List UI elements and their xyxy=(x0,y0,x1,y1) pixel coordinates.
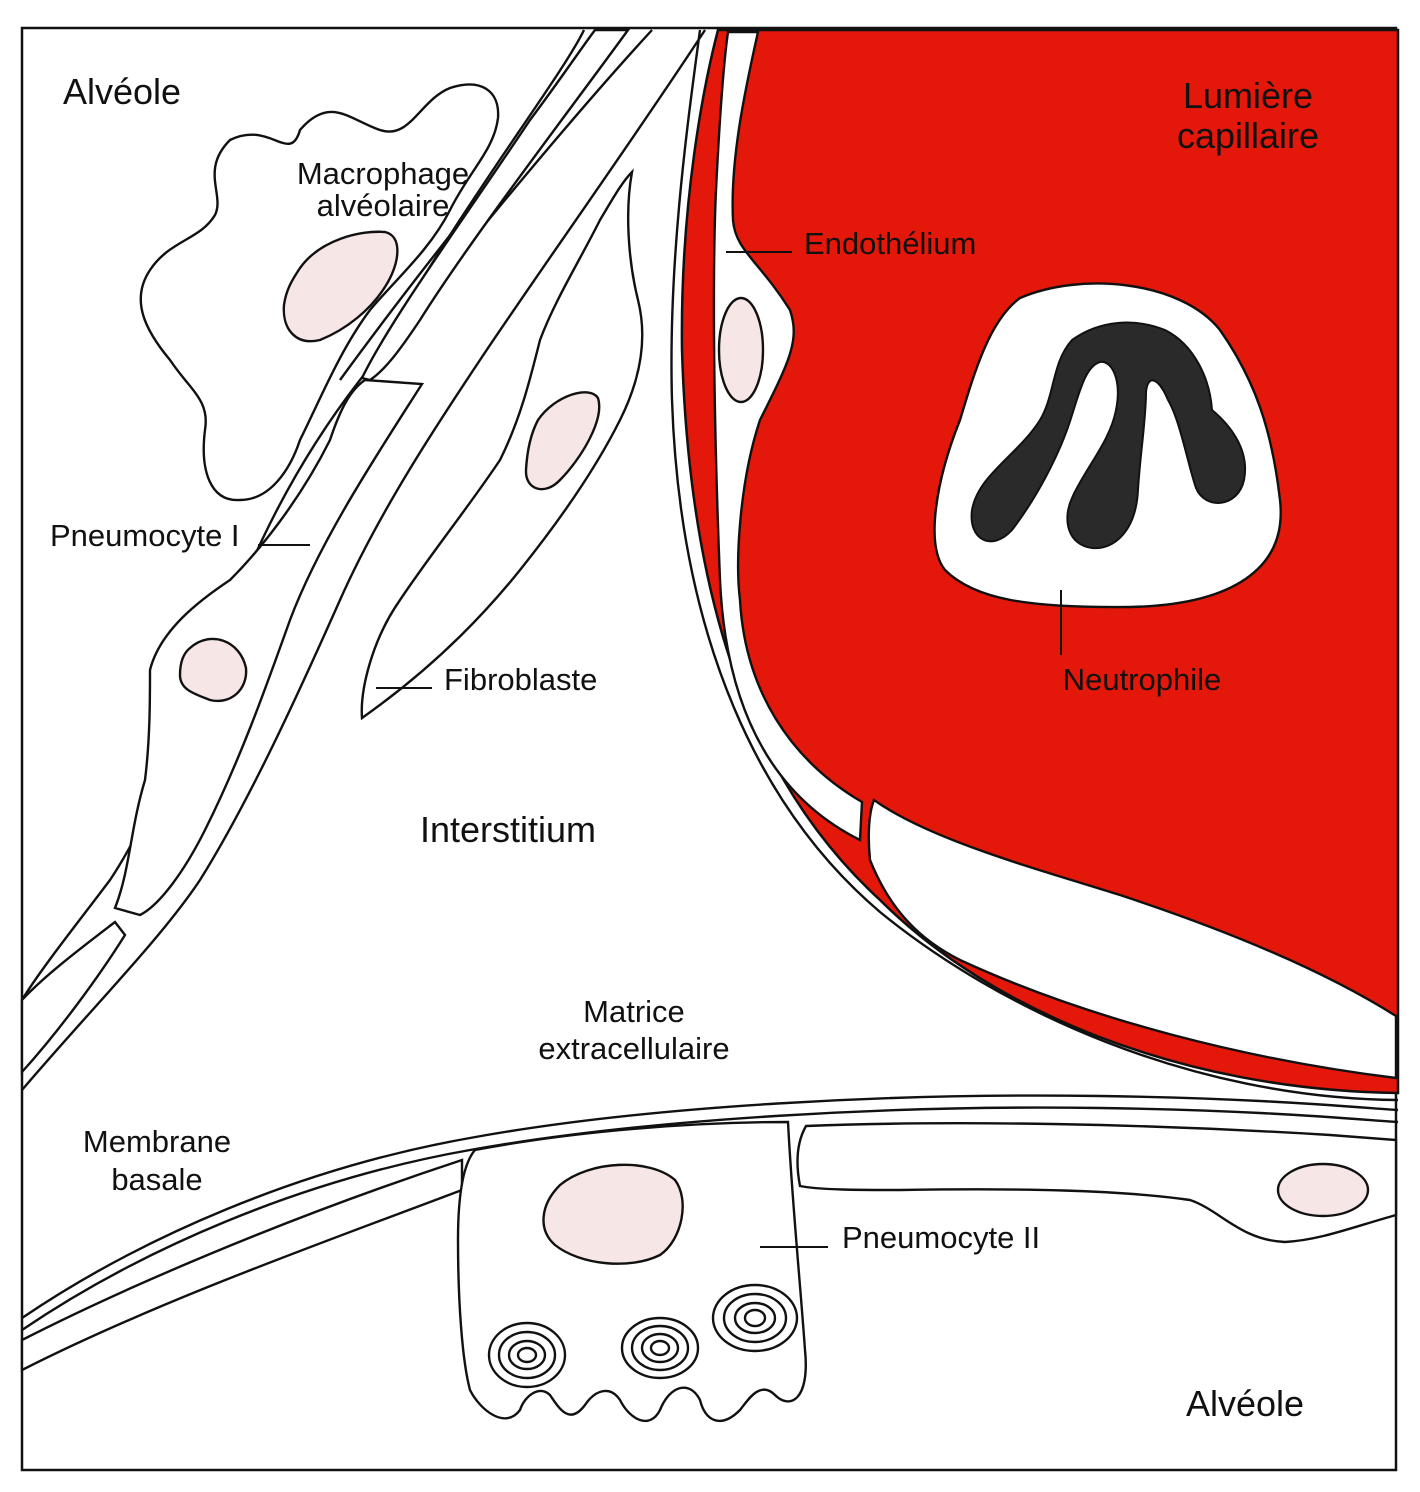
fibroblast-cell xyxy=(360,168,644,721)
label-matrice-line1: Matrice xyxy=(583,994,685,1029)
label-pneumocyte-1: Pneumocyte I xyxy=(50,518,240,553)
endothelial-nucleus xyxy=(717,296,765,404)
label-endothelium: Endothélium xyxy=(804,226,976,261)
pneumocyte-1-upper xyxy=(113,378,425,917)
pneumocyte-2-nucleus xyxy=(542,1163,684,1265)
label-pneumocyte-2: Pneumocyte II xyxy=(842,1220,1040,1255)
label-alveole-top: Alvéole xyxy=(63,71,181,112)
pneumocyte-1-thin-strip xyxy=(360,28,631,382)
capillary-basement-line xyxy=(670,29,1399,1102)
alveolar-wall-basement-line xyxy=(21,29,707,1091)
bottom-basement-membrane-outer xyxy=(21,1094,1399,1319)
endothelial-cell xyxy=(712,30,864,842)
pneumocyte-2-cell xyxy=(456,1120,807,1422)
label-interstitium: Interstitium xyxy=(420,809,596,850)
label-membrane-line2: basale xyxy=(111,1162,202,1197)
bottom-basement-membrane xyxy=(21,1106,1399,1331)
label-fibroblaste: Fibroblaste xyxy=(444,662,597,697)
endothelial-cell-lower xyxy=(867,798,1398,1080)
label-lumiere-line1: Lumière xyxy=(1183,75,1313,116)
label-macrophage-line2: alvéolaire xyxy=(317,188,450,223)
lamellar-body-2 xyxy=(620,1316,700,1380)
label-lumiere-line2: capillaire xyxy=(1177,115,1319,156)
bottom-pneumocyte-1-right xyxy=(796,1122,1398,1244)
lamellar-body-1 xyxy=(487,1321,567,1389)
pneumocyte-1-nucleus xyxy=(178,637,248,703)
pneumocyte-1-lower xyxy=(20,920,127,1076)
label-macrophage-line1: Macrophage xyxy=(297,156,469,191)
label-membrane-line1: Membrane xyxy=(83,1124,231,1159)
macrophage-nucleus xyxy=(282,230,399,343)
bottom-pneumocyte-1-nucleus xyxy=(1276,1162,1370,1218)
label-alveole-bottom: Alvéole xyxy=(1186,1383,1304,1424)
label-neutrophile: Neutrophile xyxy=(1063,662,1222,697)
fibroblast-nucleus xyxy=(524,391,601,491)
label-matrice-line2: extracellulaire xyxy=(538,1031,729,1066)
neutrophil-lobed-nucleus xyxy=(970,321,1247,550)
lamellar-body-3 xyxy=(711,1283,799,1353)
